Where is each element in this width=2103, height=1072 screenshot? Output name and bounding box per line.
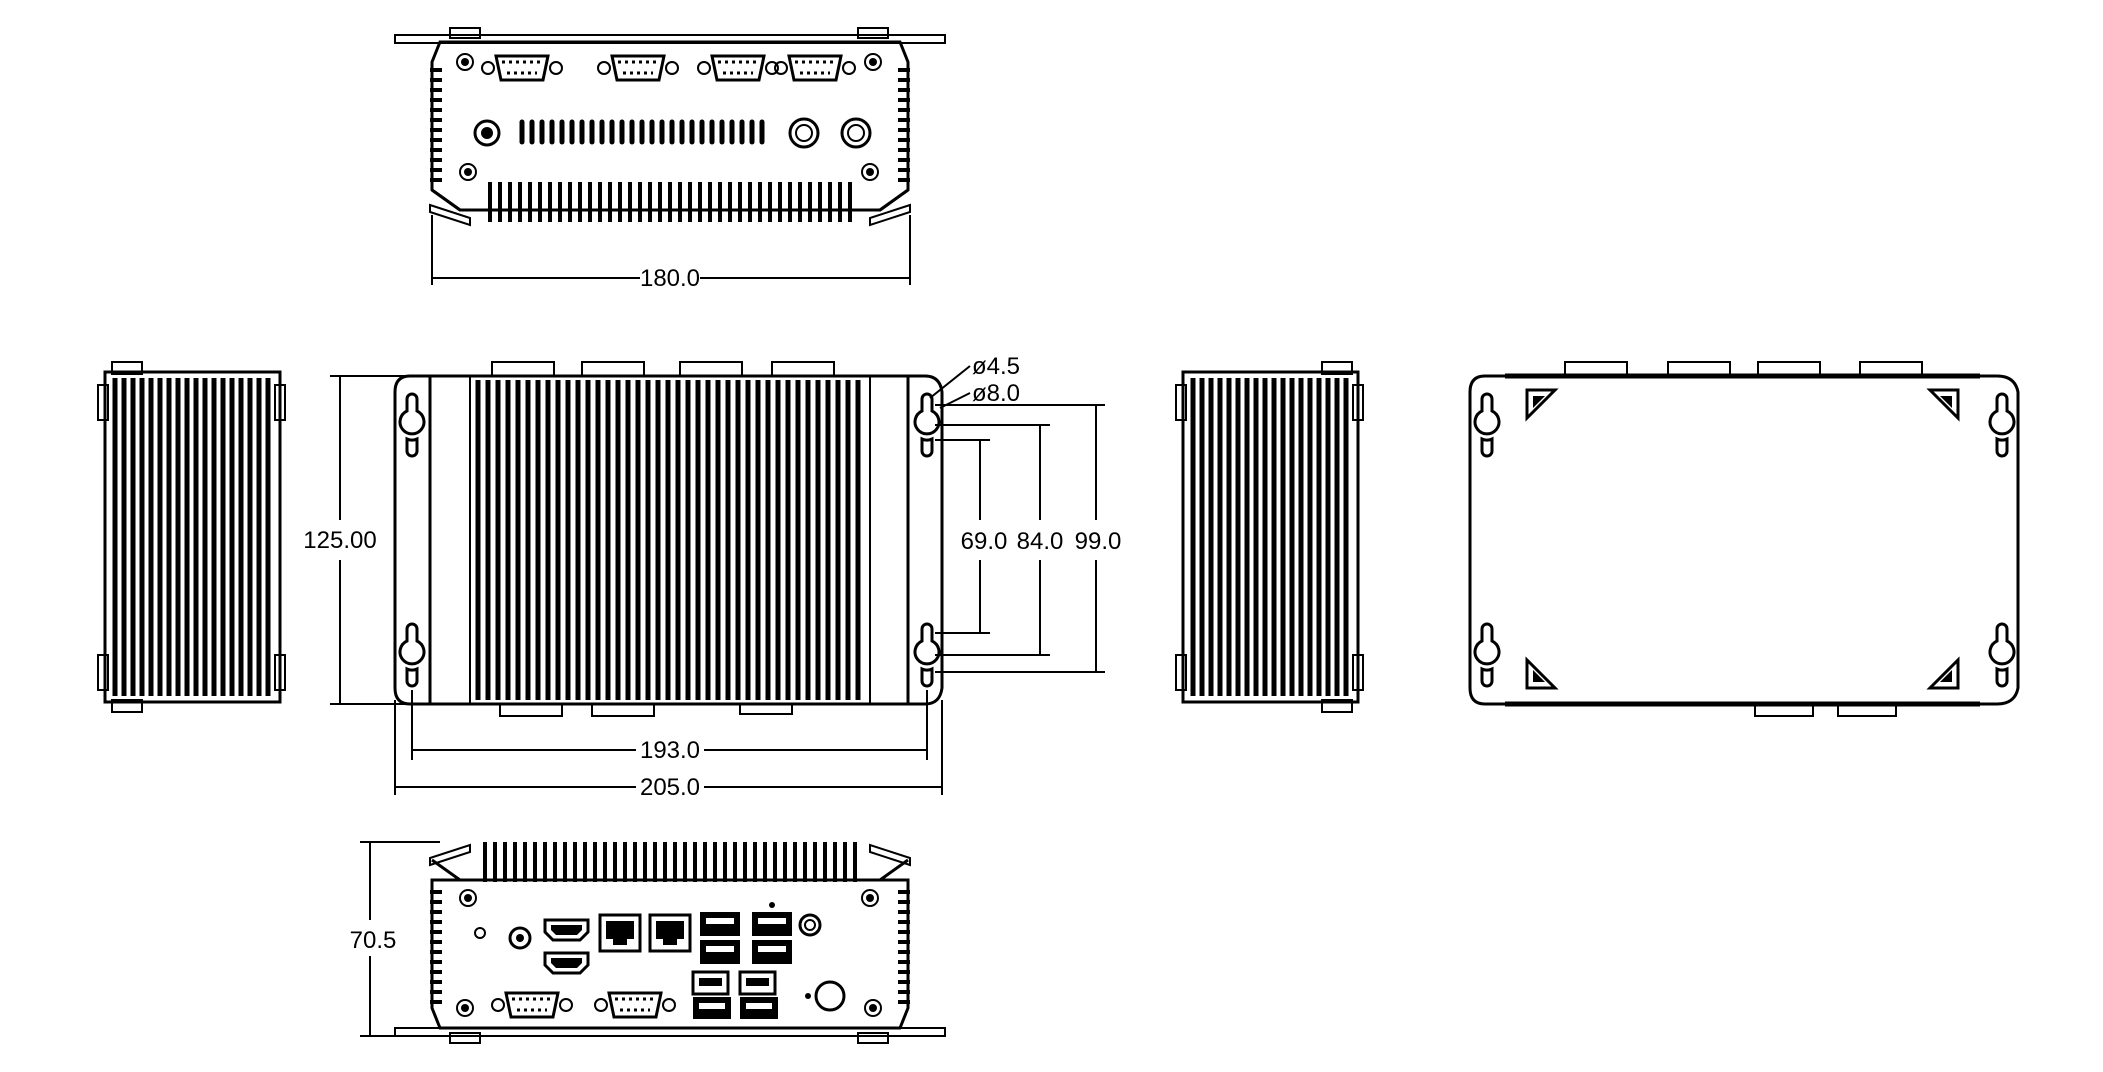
height-dim-125: 125.00 [303,527,376,554]
com-port-5 [490,991,574,1019]
right-side-view [1175,361,1364,713]
hole-dia-small: ø4.5 [972,353,1020,380]
com-port-1 [480,54,564,82]
hole-spacing-84: 84.0 [1017,528,1064,555]
bottom-plate-view [1468,361,2020,717]
com-port-6 [593,991,677,1019]
outer-width-dim-205: 205.0 [640,774,700,801]
com-port-4 [773,54,857,82]
com-port-3 [696,54,780,82]
left-side-view [97,361,286,713]
hole-spacing-99: 99.0 [1075,528,1122,555]
inner-width-dim-193: 193.0 [640,737,700,764]
height-dim-70-5: 70.5 [350,927,397,954]
front-view: 125.00 193.0 205.0 ø4.5 ø8.0 69.0 84.0 [303,353,1121,801]
width-dim-180: 180.0 [640,265,700,292]
top-view: 180.0 [394,27,946,292]
io-panel-view: 70.5 [350,841,946,1044]
hole-spacing-69: 69.0 [961,528,1008,555]
hole-dia-large: ø8.0 [972,380,1020,407]
com-port-2 [596,54,680,82]
